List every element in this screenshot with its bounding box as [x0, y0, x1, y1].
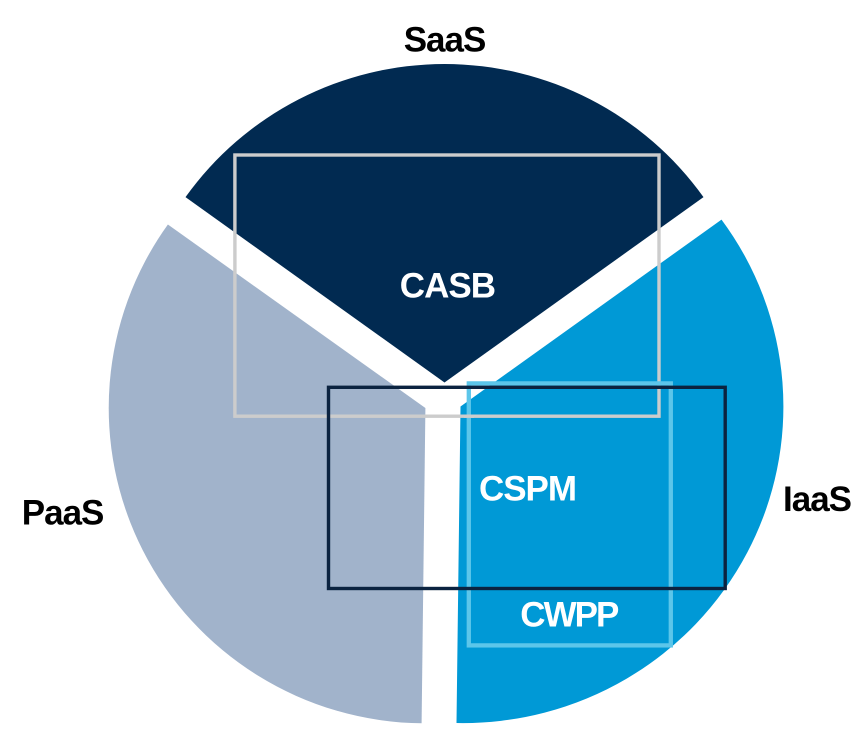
svg-text:IaaS: IaaS — [783, 480, 851, 519]
svg-text:PaaS: PaaS — [22, 493, 104, 532]
svg-text:CWPP: CWPP — [520, 596, 619, 635]
svg-text:CASB: CASB — [400, 266, 495, 305]
svg-text:SaaS: SaaS — [404, 21, 486, 60]
svg-text:CSPM: CSPM — [479, 469, 576, 508]
